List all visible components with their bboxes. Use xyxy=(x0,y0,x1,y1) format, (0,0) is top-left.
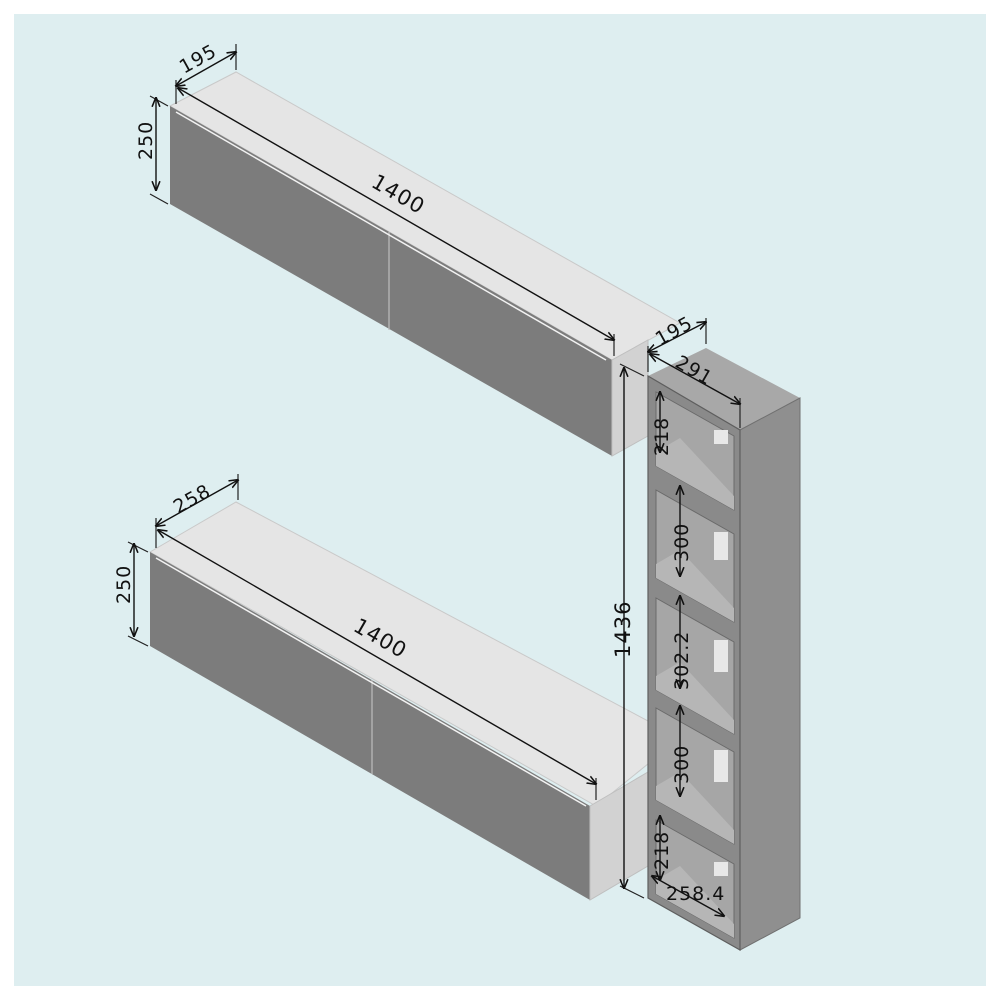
bookcase-back-cutout xyxy=(714,862,728,876)
shelf-1-label: 218 xyxy=(651,417,673,456)
bookcase-height-label: 1436 xyxy=(611,601,635,658)
upper-cabinet-end xyxy=(611,339,649,457)
lower-height-label: 250 xyxy=(113,565,135,604)
bookcase-back-cutout xyxy=(714,532,728,560)
bookcase-side xyxy=(739,397,801,951)
upper-height-label: 250 xyxy=(135,121,157,160)
shelf-2-label: 300 xyxy=(671,523,693,562)
inner-width-label: 258.4 xyxy=(666,883,725,905)
bookcase-back-cutout xyxy=(714,750,728,782)
bookcase-back-cutout xyxy=(714,430,728,444)
bookcase-shelf xyxy=(656,438,734,510)
shelf-4-label: 300 xyxy=(671,745,693,784)
shelf-3-label: 302.2 xyxy=(671,631,693,690)
dimension-lines xyxy=(127,44,740,916)
bookcase-back-cutout xyxy=(714,640,728,672)
shelf-5-label: 218 xyxy=(651,831,673,870)
